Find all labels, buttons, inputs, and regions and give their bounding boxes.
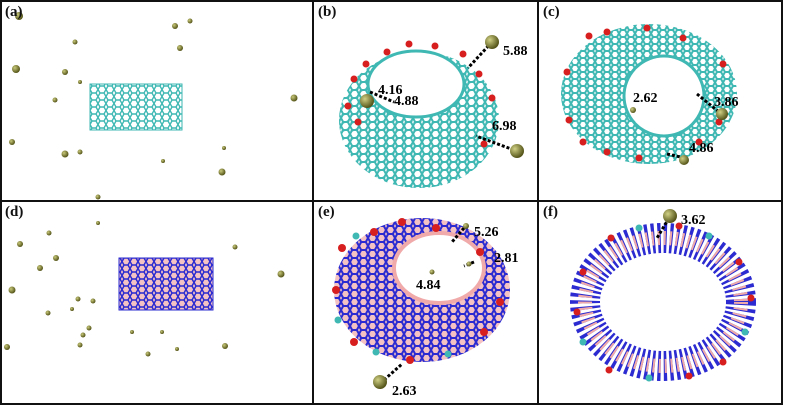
panel-e-scene: 5.26 2.81 4.84 2.63 [332,218,519,399]
nanotube [89,83,183,131]
oh-groups [332,218,504,364]
tube-opening [624,56,704,136]
divider [312,0,314,405]
panel-label: (e) [318,204,335,220]
metal-ion [630,107,636,113]
distance-label: 4.88 [394,94,419,109]
panel-label: (d) [5,204,24,220]
metal-ion [510,144,524,158]
panel-label: (c) [543,4,560,20]
metal-ion [663,209,677,223]
metal-ions [9,12,298,200]
oh-groups [563,24,727,162]
divider [0,200,783,202]
metal-ion [485,35,499,49]
tube-opening [394,233,484,303]
nanotube-ring-inner [578,231,748,373]
distance-label: 4.86 [689,141,714,156]
metal-ion [466,261,472,267]
panel-e: 5.26 2.81 4.84 2.63 (e) [314,202,537,403]
distance-label: 2.63 [392,384,417,399]
metal-ions [4,221,285,357]
panel-f: 3.62 (f) [539,202,783,403]
distance-label: 4.16 [378,83,403,98]
distance-label: 4.84 [416,278,441,293]
panel-d: (d) [2,202,312,403]
panel-c: 2.62 3.86 4.86 (c) [539,2,783,200]
distance-line [655,217,671,239]
panel-a: (a) [2,2,312,200]
metal-ion [429,269,435,275]
metal-ion [360,94,374,108]
oh-groups [573,222,755,382]
tube-opening [368,51,464,117]
panel-label: (a) [5,4,23,20]
metal-ion [373,375,387,389]
distance-label: 5.88 [503,44,528,59]
distance-label: 3.62 [681,213,706,228]
distance-label: 2.62 [633,91,658,106]
panel-a-scene [9,12,298,200]
metal-ion [463,223,469,229]
distance-label: 5.26 [474,225,499,240]
panel-b: 4.16 4.88 5.88 6.98 (b) [314,2,537,200]
panel-label: (b) [318,4,337,20]
panel-label: (f) [543,204,558,220]
metal-ion [716,108,728,120]
distance-label: 6.98 [492,119,517,134]
divider [537,0,539,405]
nanotube [118,257,214,311]
panel-f-scene: 3.62 [570,209,756,382]
panel-b-scene: 4.16 4.88 5.88 6.98 [339,35,528,188]
oh-groups [344,40,496,148]
metal-ion [679,155,689,165]
panel-d-scene [4,221,285,357]
distance-label: 3.86 [714,95,739,110]
distance-label: 2.81 [494,251,519,266]
panel-c-scene: 2.62 3.86 4.86 [561,24,739,165]
